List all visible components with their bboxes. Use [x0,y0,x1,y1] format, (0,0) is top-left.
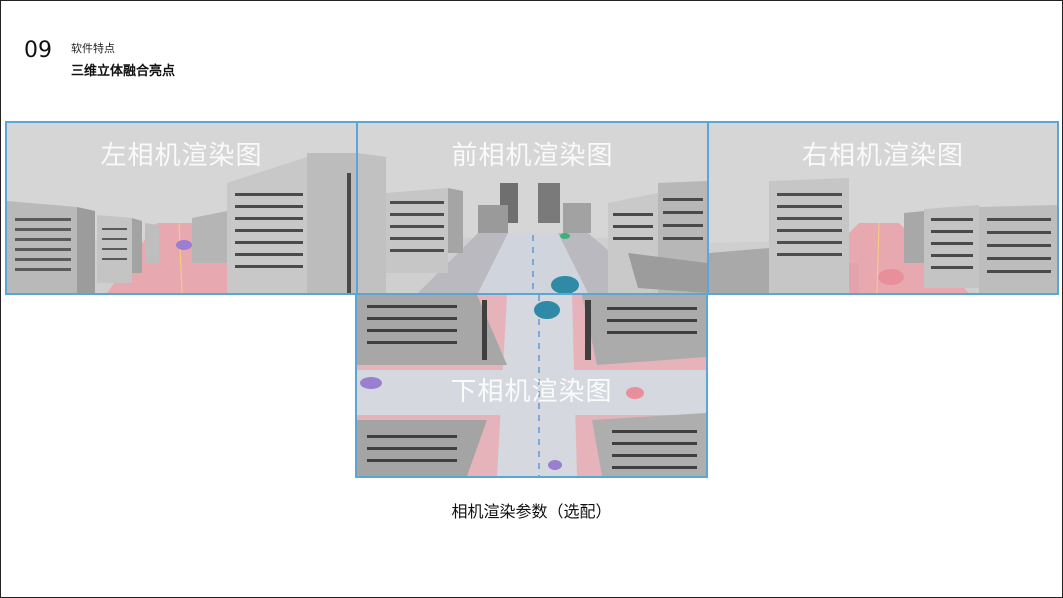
left-camera-label: 左相机渲染图 [100,141,263,171]
left-camera-render: 左相机渲染图 [5,121,358,295]
right-camera-label: 右相机渲染图 [801,141,964,171]
section-title: 三维立体融合亮点 [71,64,176,79]
bottom-camera-label: 下相机渲染图 [450,377,613,407]
section-label: 软件特点 [71,42,115,55]
render-parameters-caption: 相机渲染参数（选配） [451,502,612,521]
right-camera-scene [709,123,1057,293]
bottom-camera-scene [357,295,706,476]
front-camera-scene [358,123,707,293]
front-camera-label: 前相机渲染图 [451,141,614,171]
front-camera-render: 前相机渲染图 [356,121,709,295]
left-camera-scene [7,123,356,293]
page-number: 09 [24,38,52,63]
bottom-camera-render: 下相机渲染图 [355,293,708,478]
right-camera-render: 右相机渲染图 [707,121,1059,295]
